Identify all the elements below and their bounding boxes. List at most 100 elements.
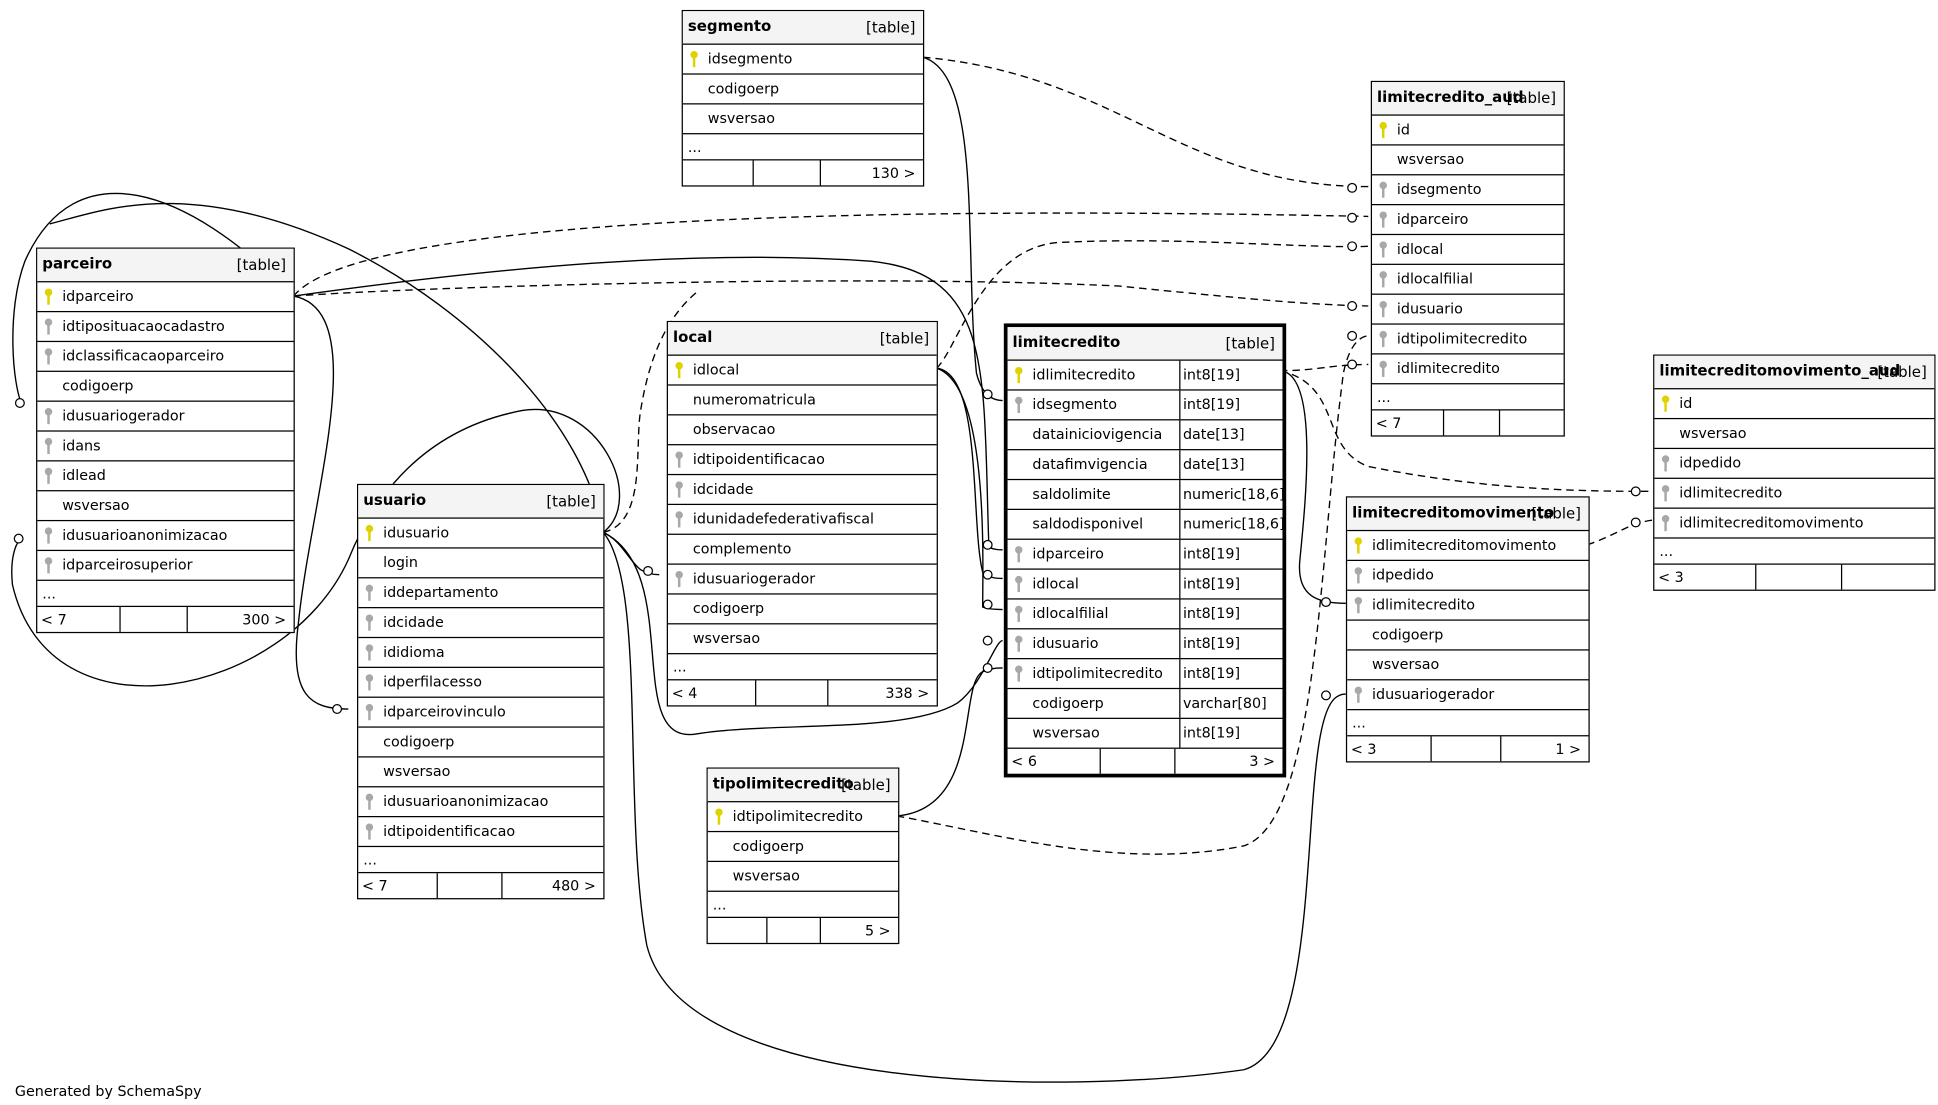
row-count[interactable]: 338 > <box>885 684 930 702</box>
column-row[interactable]: idparceiro <box>1372 205 1564 236</box>
column-row[interactable]: idtipolimitecredito <box>1372 325 1564 355</box>
column-row[interactable]: id <box>1372 116 1564 146</box>
column-row[interactable]: login <box>358 549 604 579</box>
column-row[interactable]: idtiposituacaocadastro <box>37 312 294 343</box>
more-columns-row[interactable]: ... <box>358 847 604 874</box>
column-row[interactable]: idusuarioanonimizacao <box>358 787 604 818</box>
column-row[interactable]: idusuariogerador <box>1347 680 1589 711</box>
column-row[interactable]: wsversao <box>1372 146 1564 176</box>
row-count[interactable]: 5 > <box>864 921 891 940</box>
table-name[interactable]: parceiro <box>42 254 113 273</box>
column-row[interactable]: wsversao <box>667 624 937 655</box>
more-columns-row[interactable]: ... <box>1347 710 1589 737</box>
column-row[interactable]: idusuario <box>1372 295 1564 325</box>
table-limitecreditomovimento[interactable]: limitecreditomovimento[table]idlimitecre… <box>1345 496 1590 763</box>
more-columns-row[interactable]: ... <box>1372 384 1564 411</box>
column-row[interactable]: idusuarioanonimizacao <box>37 521 294 552</box>
column-row[interactable]: codigoerp <box>682 75 923 105</box>
more-columns-row[interactable]: ... <box>1654 539 1935 565</box>
column-row[interactable]: idusuariogerador <box>667 565 937 595</box>
column-row[interactable]: wsversao <box>682 104 923 135</box>
table-name[interactable]: limitecredito <box>1012 333 1121 351</box>
column-row[interactable]: idusuariogerador <box>37 402 294 432</box>
column-row[interactable]: wsversao <box>358 758 604 788</box>
column-row[interactable]: idtipolimitecredito <box>707 802 899 833</box>
column-row[interactable]: codigoerp <box>37 372 294 402</box>
column-row[interactable]: idans <box>37 432 294 462</box>
more-columns-row[interactable]: ... <box>37 581 294 608</box>
column-row[interactable]: idpedido <box>1654 449 1935 479</box>
table-name[interactable]: usuario <box>363 491 427 509</box>
parents-count[interactable]: < 4 <box>668 680 757 706</box>
more-columns-row[interactable]: ... <box>682 134 923 161</box>
column-row[interactable]: codigoerp <box>1347 621 1589 651</box>
parents-count[interactable]: < 3 <box>1654 564 1757 590</box>
more-columns-row[interactable]: ... <box>667 654 937 681</box>
row-count[interactable]: 300 > <box>242 610 287 629</box>
column-row[interactable]: idlocalfilial <box>1372 265 1564 295</box>
row-count[interactable]: 130 > <box>871 164 916 182</box>
column-row[interactable]: idlimitecreditomovimento <box>1654 509 1935 539</box>
parents-count[interactable]: < 7 <box>1372 410 1444 436</box>
column-row[interactable]: wsversao <box>1654 419 1935 450</box>
more-columns-row[interactable]: ... <box>707 892 899 918</box>
column-row[interactable]: idparceirosuperior <box>37 551 294 581</box>
column-row[interactable]: complemento <box>667 535 937 565</box>
column-row[interactable]: idtipoidentificacao <box>358 817 604 848</box>
column-row[interactable]: idlimitecredito <box>1654 479 1935 509</box>
column-row[interactable]: idtipoidentificacao <box>667 445 937 476</box>
column-row[interactable]: codigoerp <box>358 728 604 758</box>
table-name[interactable]: limitecreditomovimento <box>1352 503 1555 522</box>
column-row[interactable]: wsversao <box>707 862 899 892</box>
table-tipolimitecredito[interactable]: tipolimitecredito[table]idtipolimitecred… <box>706 767 900 945</box>
column-row[interactable]: idsegmento <box>1372 175 1564 206</box>
column-row[interactable]: idcidade <box>358 608 604 639</box>
column-row[interactable]: idlimitecreditomovimento <box>1347 531 1589 561</box>
column-row[interactable]: codigoerp <box>707 832 899 863</box>
column-row[interactable]: numeromatricula <box>667 386 937 416</box>
column-row[interactable]: idlimitecredito <box>1372 355 1564 385</box>
table-name[interactable]: tipolimitecredito <box>712 774 854 793</box>
column-row[interactable]: idpedido <box>1347 561 1589 591</box>
parents-count[interactable]: < 7 <box>37 607 122 632</box>
column-row[interactable]: idperfilacesso <box>358 668 604 698</box>
row-count[interactable]: 480 > <box>551 876 596 895</box>
parents-count[interactable]: < 7 <box>358 873 439 899</box>
table-name[interactable]: local <box>672 328 713 346</box>
table-name[interactable]: limitecredito_aud <box>1376 88 1524 106</box>
column-row[interactable]: observacao <box>667 415 937 446</box>
column-row[interactable]: wsversao <box>1347 651 1589 681</box>
column-row[interactable]: idlocal <box>667 356 937 386</box>
column-row[interactable]: ididioma <box>358 638 604 668</box>
column-row[interactable]: wsversao <box>37 491 294 522</box>
column-row[interactable]: idclassificacaoparceiro <box>37 342 294 372</box>
column-row[interactable]: idlead <box>37 461 294 492</box>
column-row[interactable]: iddepartamento <box>358 578 604 609</box>
column-row[interactable]: idlimitecredito <box>1347 591 1589 621</box>
row-count[interactable]: 1 > <box>1555 740 1581 758</box>
table-name[interactable]: segmento <box>687 17 772 35</box>
column-row[interactable]: idunidadefederativafiscal <box>667 505 937 535</box>
column-row[interactable]: idusuario <box>358 519 604 549</box>
column-row[interactable]: idlocal <box>1372 235 1564 265</box>
column-row[interactable]: idsegmento <box>682 45 923 75</box>
table-name[interactable]: limitecreditomovimento_aud <box>1659 361 1901 380</box>
